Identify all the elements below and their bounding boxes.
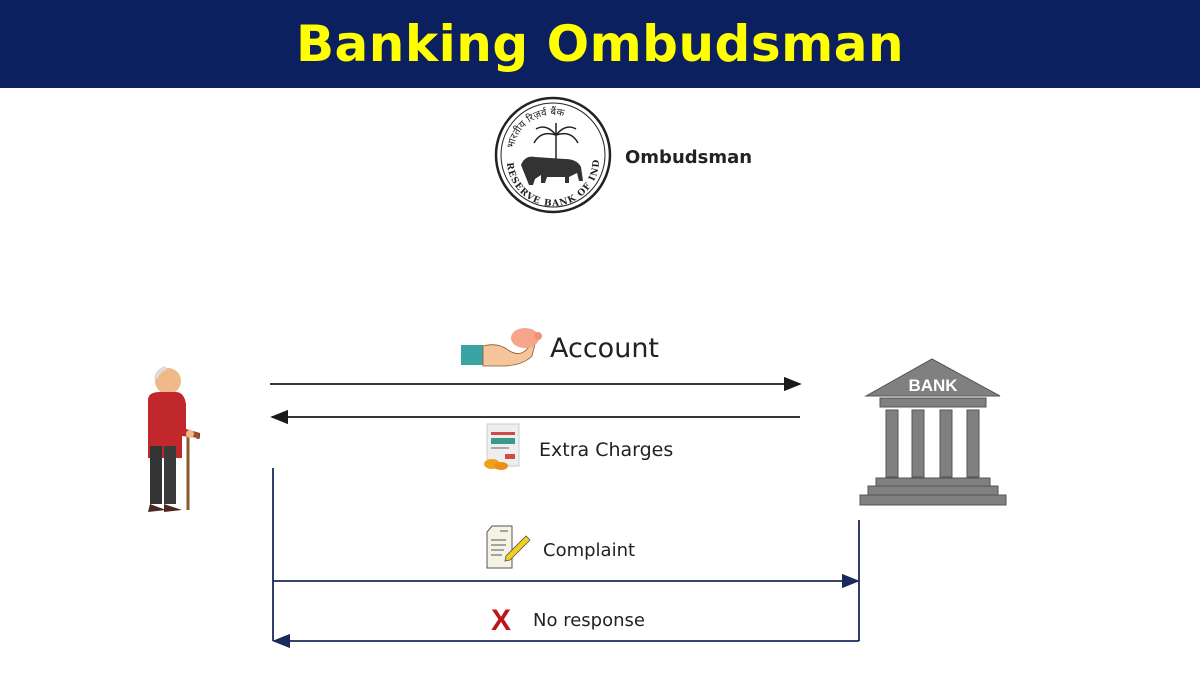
customer-old-man-icon	[148, 366, 200, 512]
extra-charges-label: Extra Charges	[539, 439, 674, 461]
bank-label: BANK	[908, 376, 958, 395]
rbi-logo: भारतीय रिज़र्व बैंक RESERVE BANK OF INDI…	[0, 0, 612, 214]
bank-building-icon	[859, 358, 1007, 506]
complaint-label: Complaint	[543, 540, 636, 561]
ombudsman-label: Ombudsman	[625, 147, 753, 168]
cross-icon: X	[491, 604, 512, 637]
account-label: Account	[550, 333, 660, 364]
page-title: Banking Ombudsman	[295, 15, 905, 73]
complaint-document-icon	[486, 525, 531, 569]
piggy-bank-hand-icon	[461, 328, 542, 367]
tiger-icon	[521, 156, 583, 185]
header-bar: Banking Ombudsman	[0, 0, 1200, 88]
bill-coins-icon	[484, 423, 520, 470]
no-response-label: No response	[533, 610, 645, 631]
svg-text:RESERVE BANK OF INDIA: RESERVE BANK OF INDIA	[0, 0, 602, 209]
